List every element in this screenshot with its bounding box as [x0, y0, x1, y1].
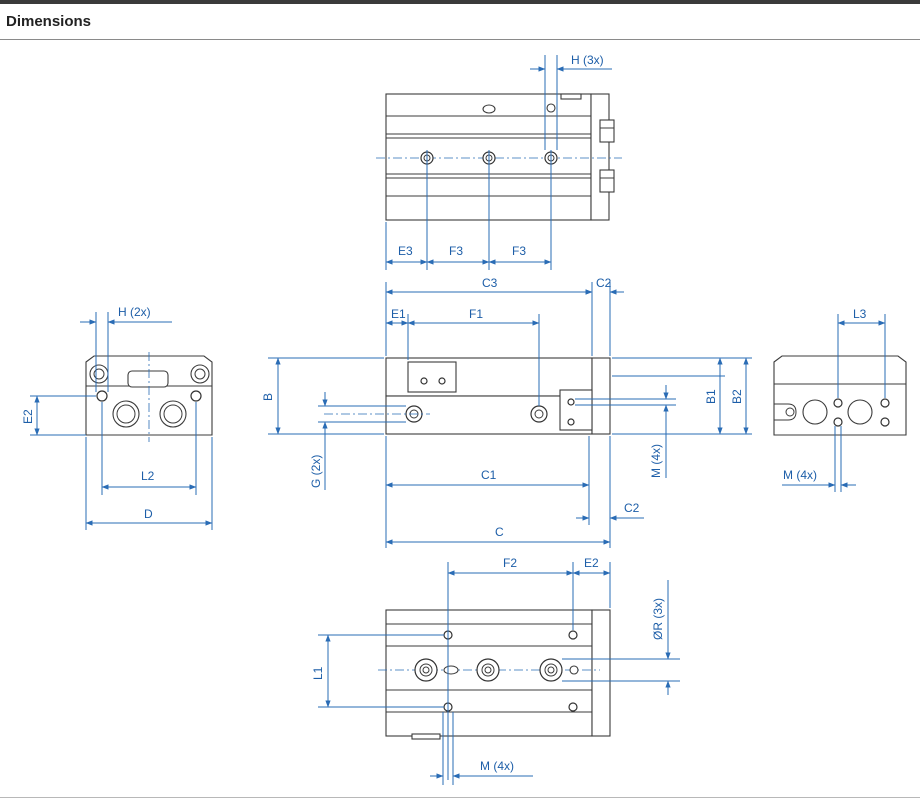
top-view — [376, 93, 622, 221]
label-d: D — [144, 507, 153, 521]
label-g-2x: G (2x) — [309, 455, 323, 488]
label-l2: L2 — [141, 469, 155, 483]
side-view-dimensions — [268, 282, 752, 548]
label-f2: F2 — [503, 556, 517, 570]
bottom-rule — [0, 797, 920, 798]
label-f3-right: F3 — [512, 244, 526, 258]
label-l1: L1 — [311, 666, 325, 680]
label-e1: E1 — [391, 307, 406, 321]
label-c2-bottom: C2 — [624, 501, 640, 515]
right-end-view — [773, 355, 907, 436]
label-f1: F1 — [469, 307, 483, 321]
section-header: Dimensions — [0, 4, 920, 40]
label-f3-left: F3 — [449, 244, 463, 258]
label-c: C — [495, 525, 504, 539]
label-e2-bottom: E2 — [584, 556, 599, 570]
label-c2-top: C2 — [596, 276, 612, 290]
label-b1: B1 — [704, 389, 718, 404]
label-c1: C1 — [481, 468, 497, 482]
label-m-4x-side: M (4x) — [649, 444, 663, 478]
label-h-3x: H (3x) — [571, 53, 604, 67]
label-b2: B2 — [730, 389, 744, 404]
label-c3: C3 — [482, 276, 498, 290]
bottom-view — [378, 609, 611, 740]
label-l3: L3 — [853, 307, 867, 321]
top-view-dimensions — [385, 55, 612, 270]
label-r-3x: ØR (3x) — [651, 598, 665, 640]
left-end-view-dimensions — [30, 312, 213, 530]
label-h-2x: H (2x) — [118, 305, 151, 319]
label-m-4x-bottom: M (4x) — [480, 759, 514, 773]
dimension-labels: H (3x) E3 F3 F3 C3 C2 E1 F1 H (2x) E2 L2… — [21, 53, 867, 773]
bottom-view-dimensions — [318, 562, 680, 785]
right-end-view-dimensions — [782, 314, 886, 492]
top-rule — [0, 0, 920, 4]
label-m-4x-right: M (4x) — [783, 468, 817, 482]
label-e2-left: E2 — [21, 409, 35, 424]
section-title: Dimensions — [6, 13, 92, 30]
label-e3: E3 — [398, 244, 413, 258]
label-b: B — [261, 393, 275, 401]
left-end-view — [85, 352, 213, 442]
side-view — [324, 357, 611, 435]
